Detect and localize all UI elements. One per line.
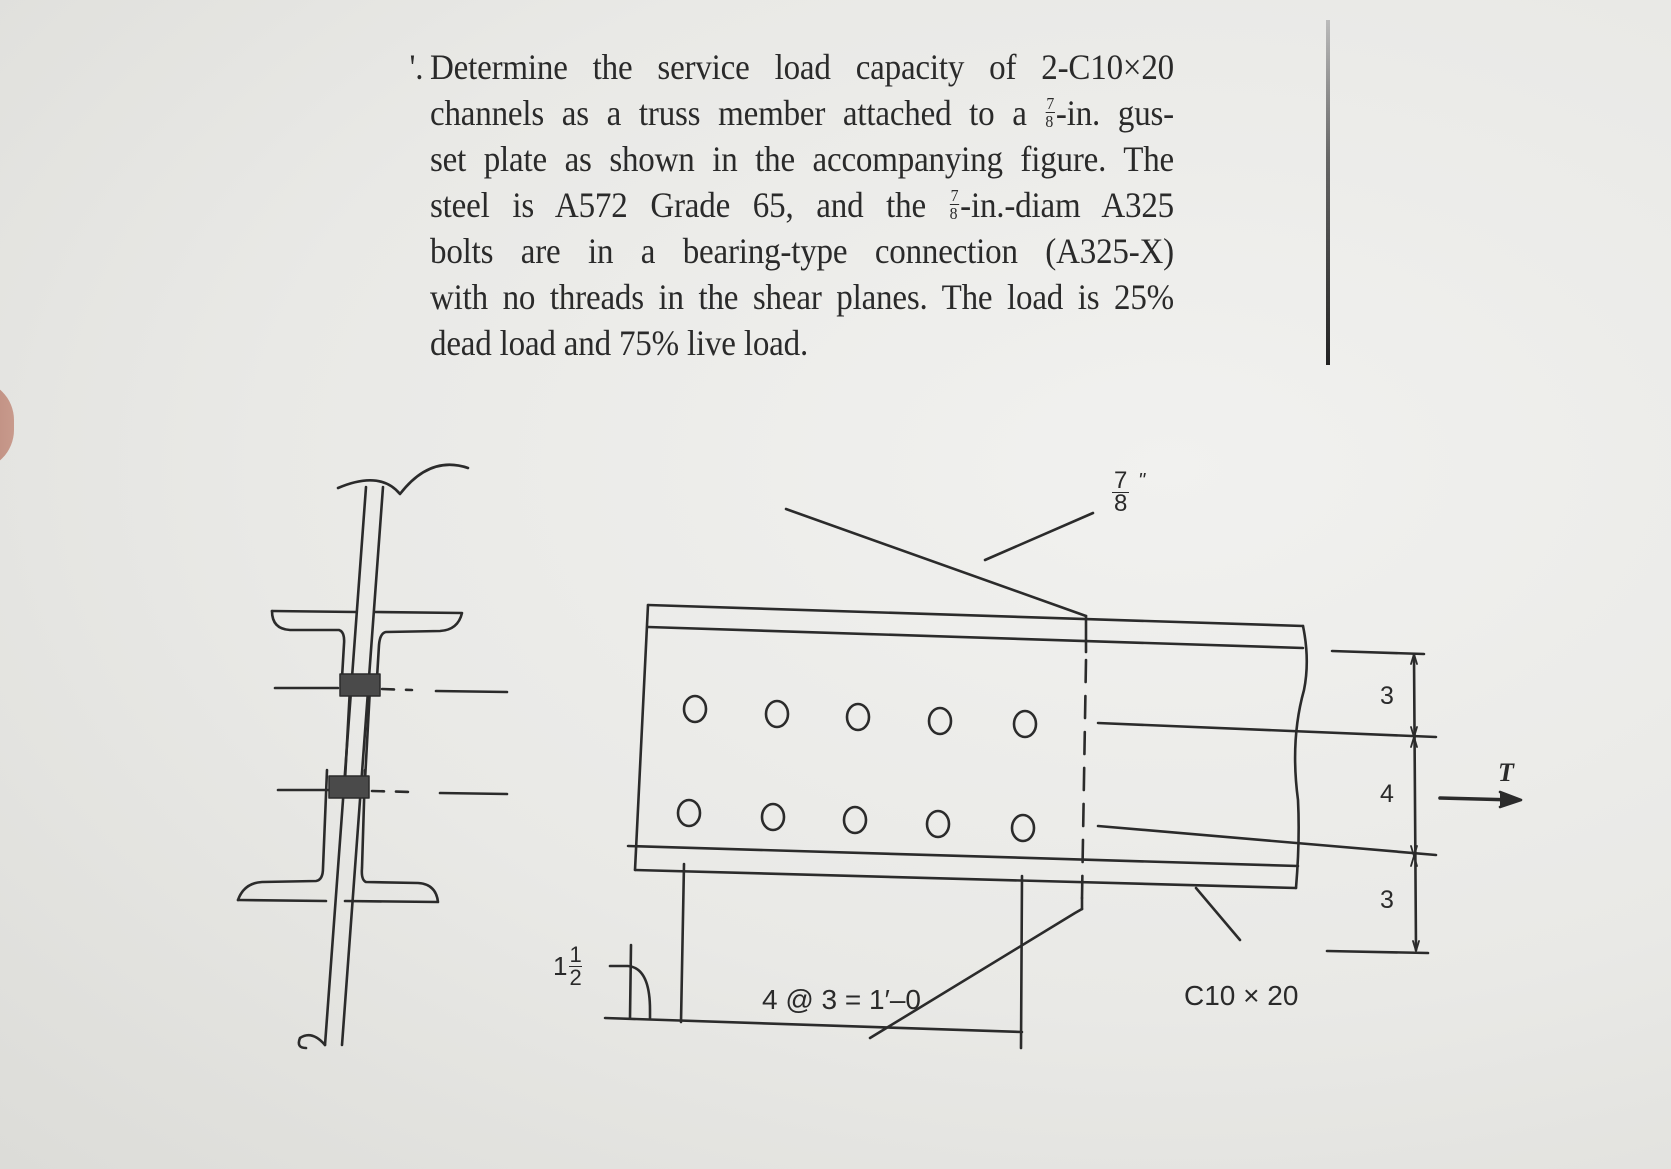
problem-line-3: set plate as shown in the accompanying f… [430,139,1174,179]
load-label: T [1498,758,1514,787]
problem-line-1: Determine the service load capacity of 2… [430,47,1174,87]
gage-dim-bottom: 3 [1380,886,1394,914]
plate-thickness-label: 7 8 [1112,467,1130,517]
problem-number: '. [409,47,424,87]
page-edge-shadow [1326,20,1330,365]
problem-line-2: channels as a truss member attached to a… [430,93,1174,133]
problem-line-7: dead load and 75% live load. [430,323,809,363]
plate-thickness-unit: " [1138,470,1146,492]
bolt-spacing-label: 4 @ 3 = 1′–0 [762,984,922,1015]
gage-dim-top: 3 [1380,682,1394,710]
problem-line-5: bolts are in a bearing-type connection (… [430,231,1174,271]
plan-view [603,507,1523,1050]
gage-dim-middle: 4 [1380,780,1394,808]
problem-line-6: with no threads in the shear planes. The… [430,277,1174,317]
edge-distance-label: 1 1 2 [553,942,582,990]
section-label: C10 × 20 [1184,980,1299,1011]
problem-statement: '. Determine the service load capacity o… [410,44,1175,366]
section-view [236,463,509,1050]
